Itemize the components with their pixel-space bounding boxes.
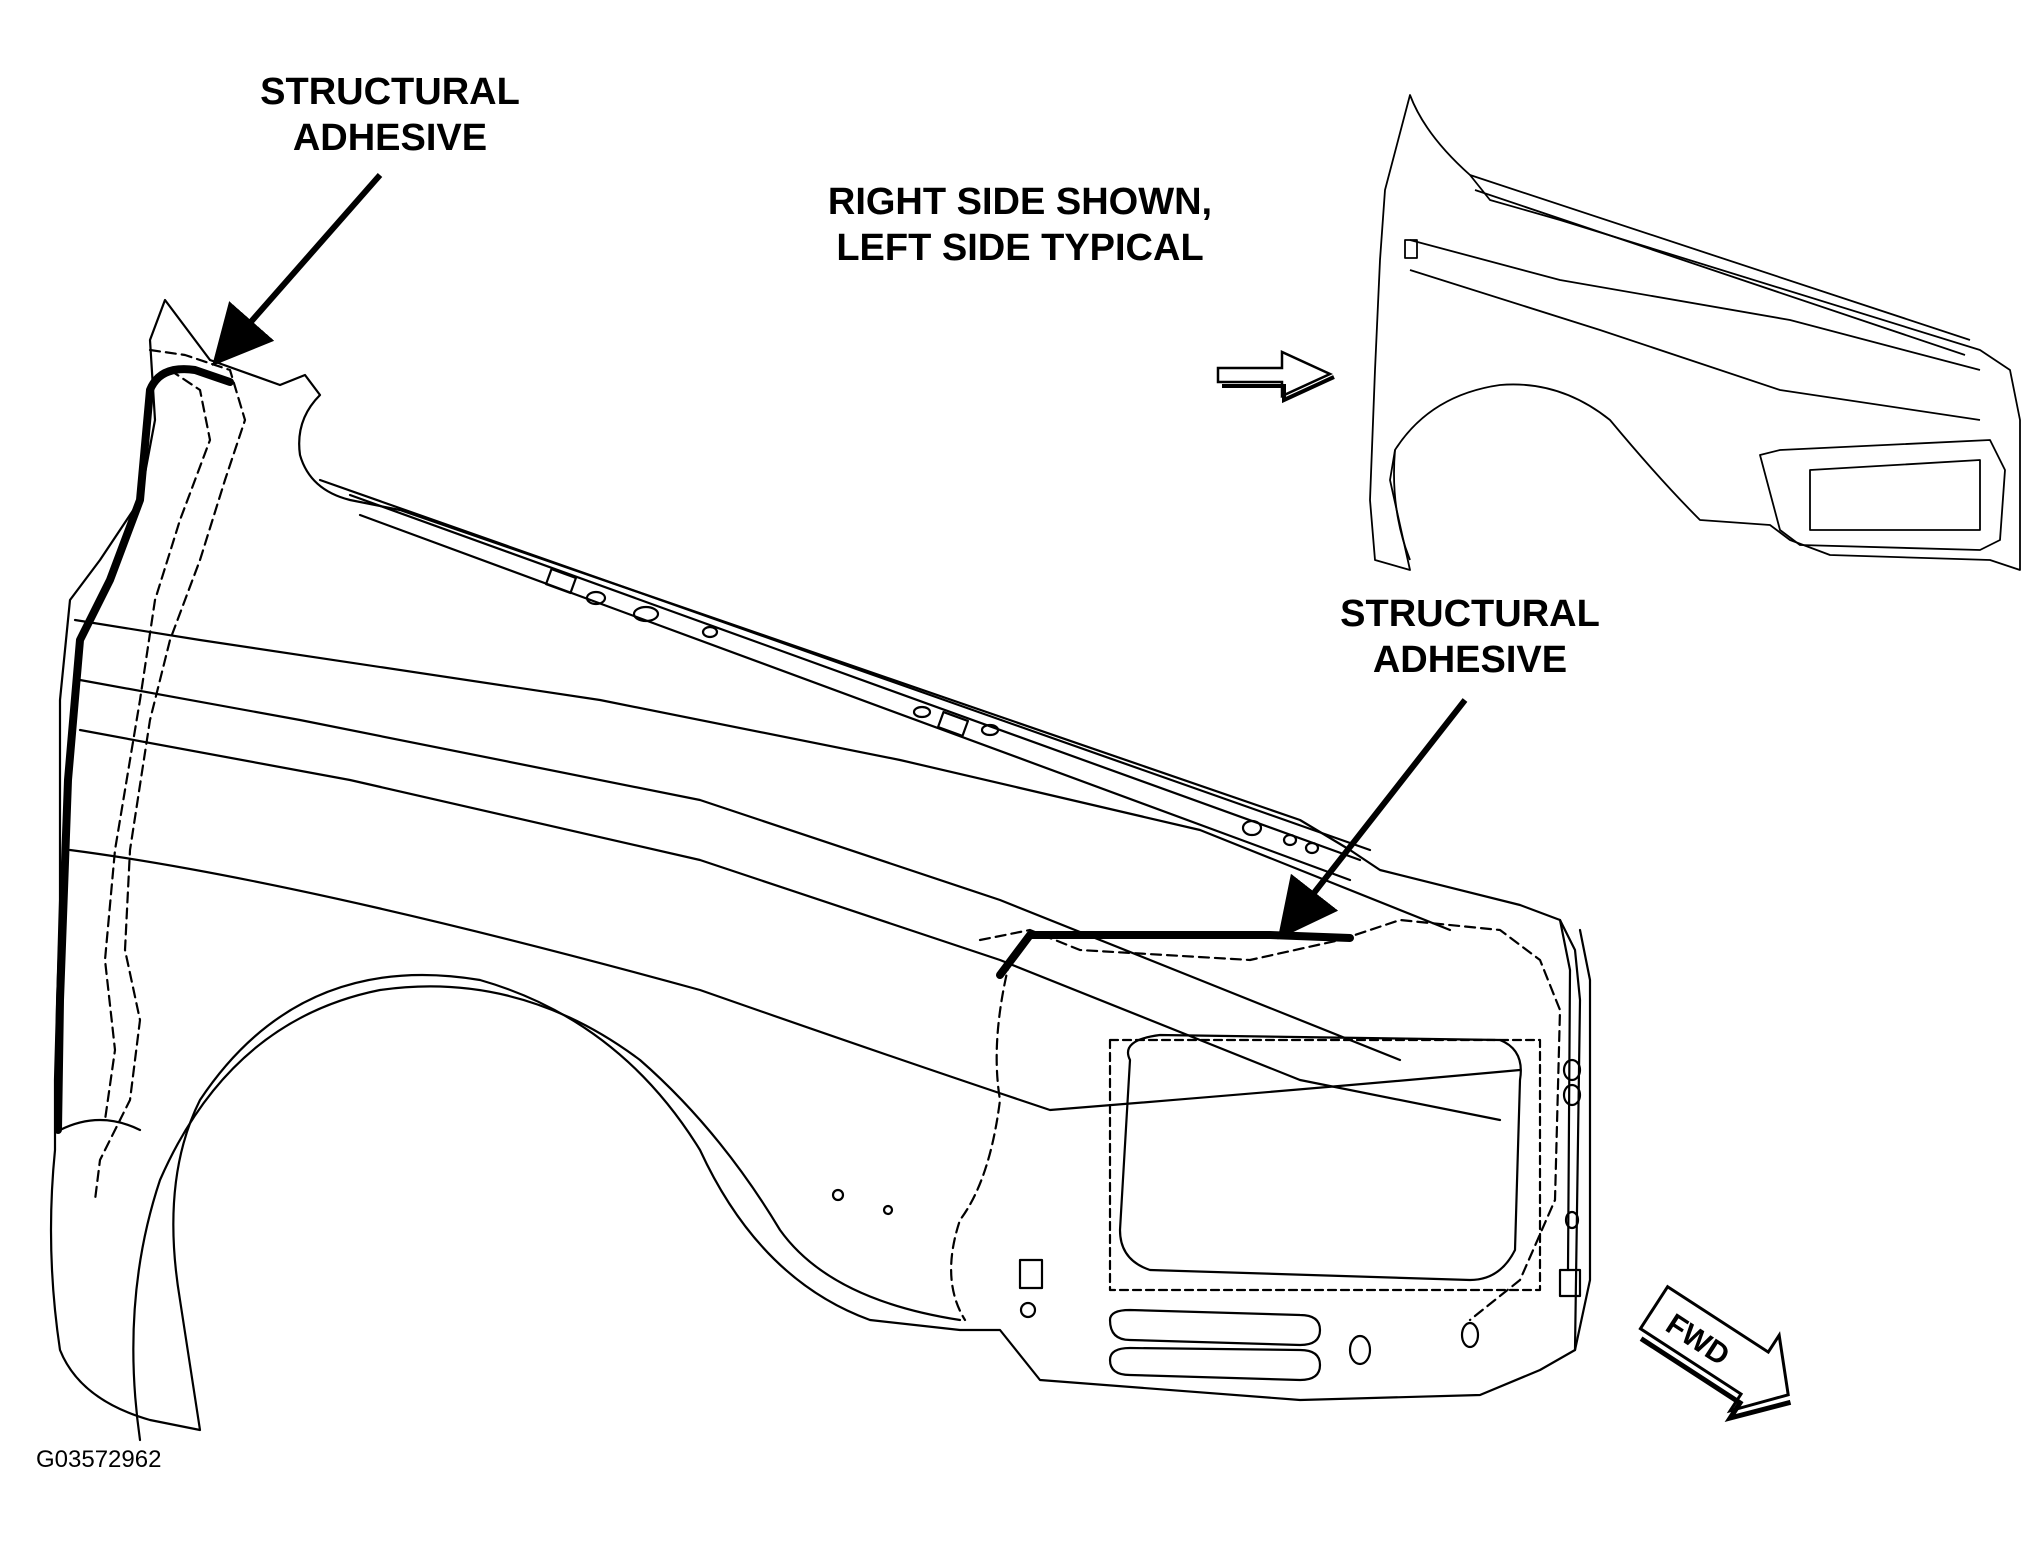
front-flange-2 [1558,918,1572,1272]
forward-arrow-icon: FWD [1638,1284,1792,1423]
leader-arrows [212,173,1468,940]
adhesive-bead-pillar [54,365,234,1134]
fender-top-crease [58,1118,142,1132]
inset-fender [1369,94,2021,571]
view-note-line2: LEFT SIDE TYPICAL [836,226,1204,269]
front-flange [1573,928,1592,1352]
callout-structural-adhesive-top: STRUCTURAL ADHESIVE [200,70,580,161]
callout-top-line2: ADHESIVE [292,116,488,159]
character-line-upper [73,618,1452,932]
wheel-lip [132,985,962,1442]
top-rail-outer [348,493,1362,862]
fender-outline [49,298,1582,1432]
front-structure [978,918,1562,1322]
view-direction-arrow-icon [1216,350,1335,404]
view-note: RIGHT SIDE SHOWN, LEFT SIDE TYPICAL [760,180,1280,271]
character-line-middle [78,678,1402,1062]
figure-id: G03572962 [36,1446,162,1473]
adhesive-beads [54,365,1354,1134]
pillar-reinforcement-2 [103,368,212,1122]
callout-bottom-line2: ADHESIVE [1372,638,1568,681]
sweep-line [68,848,1522,1112]
headlamp-opening [1118,1033,1522,1282]
front-structure-2 [950,958,1012,1322]
headlamp-inner [1108,1038,1542,1292]
top-rail-edge [318,478,1372,852]
callout-bottom-line1: STRUCTURAL [1340,593,1600,635]
leader-arrow-bottom [1277,698,1468,940]
main-fender [49,298,1592,1442]
lower-slot-1 [1108,1308,1322,1347]
lower-slot-2 [1108,1346,1322,1382]
rail-holes [544,567,1320,855]
top-rail-inner [358,513,1352,882]
inset-outline [1369,94,2021,571]
view-note-line1: RIGHT SIDE SHOWN, [827,181,1213,223]
callout-top-line1: STRUCTURAL [260,71,520,113]
leader-arrow-top [212,173,383,367]
callout-structural-adhesive-bottom: STRUCTURAL ADHESIVE [1280,592,1660,683]
pillar-reinforcement [93,348,247,1202]
